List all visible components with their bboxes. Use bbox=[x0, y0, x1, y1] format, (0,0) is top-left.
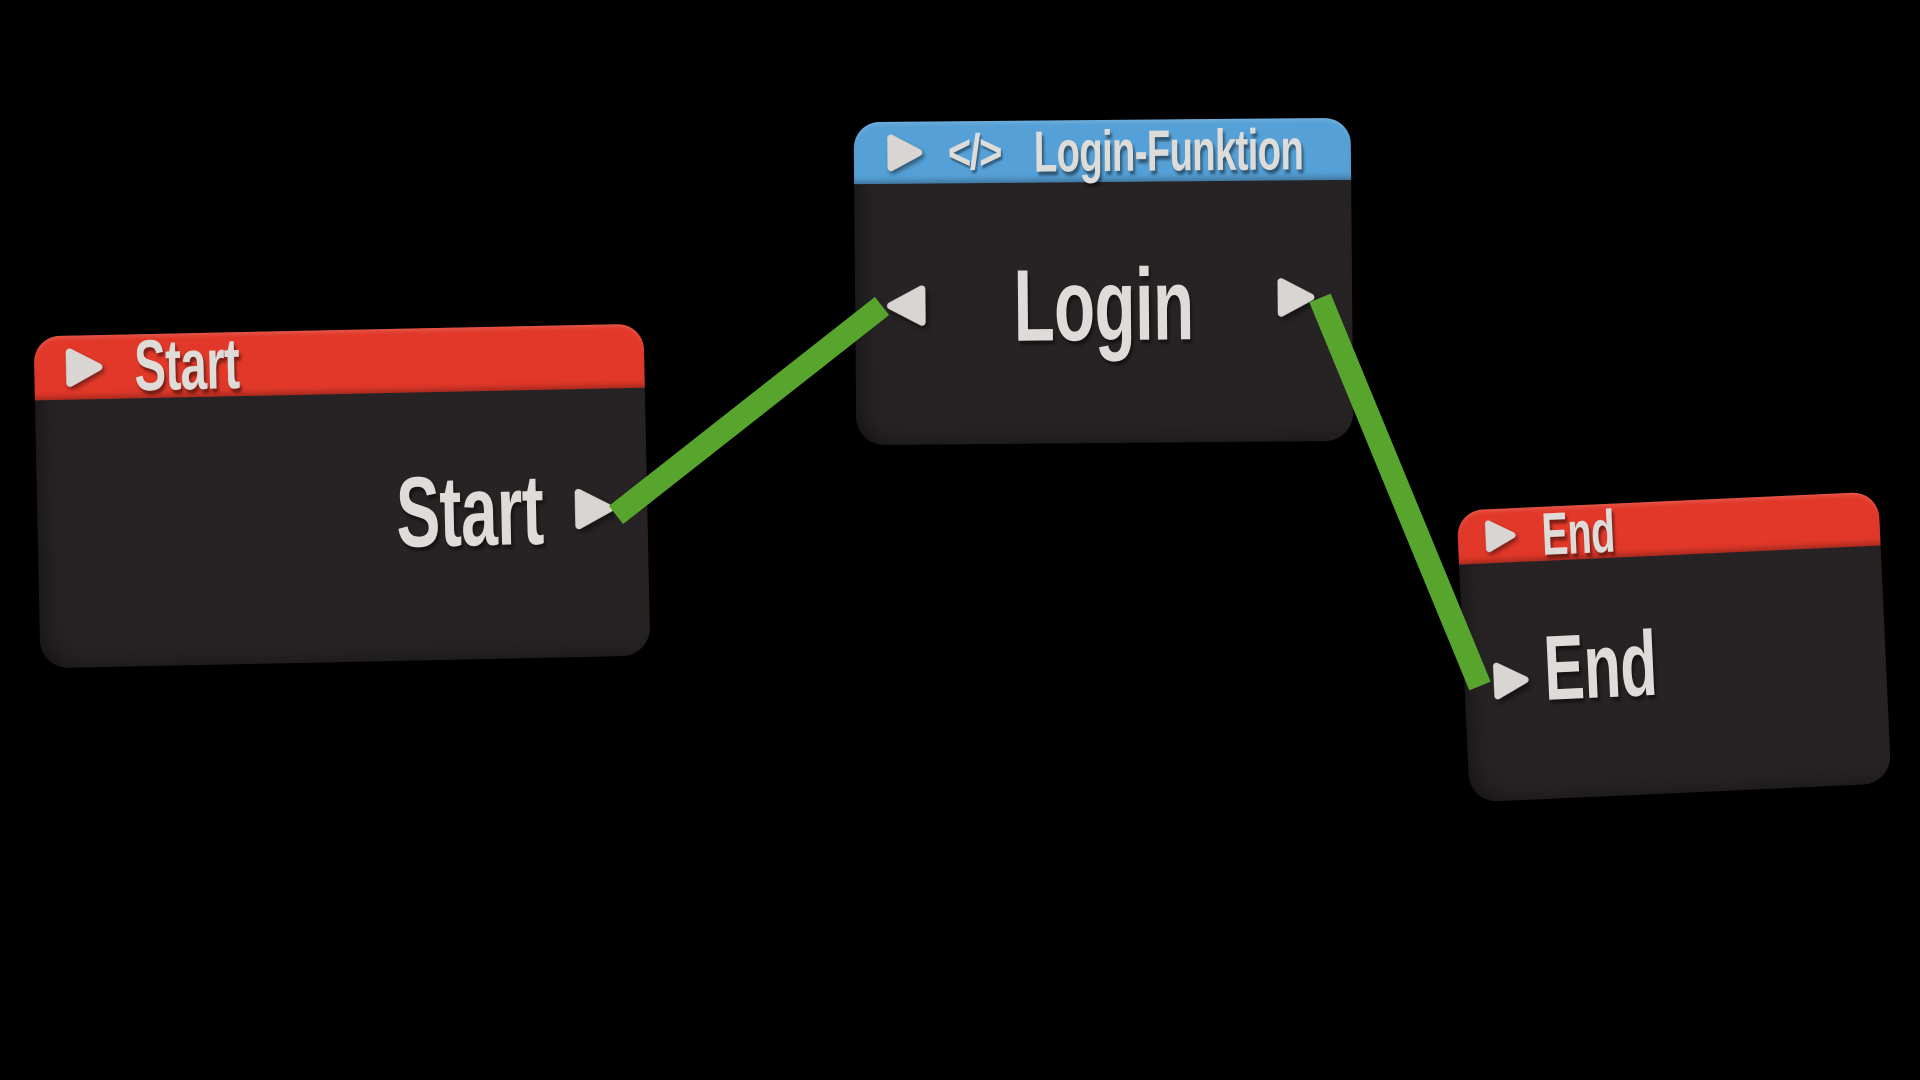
node-end[interactable]: End End bbox=[1456, 491, 1892, 803]
play-icon bbox=[58, 344, 109, 391]
node-start-header-label: Start bbox=[133, 324, 241, 407]
start-output-row: Start bbox=[319, 452, 618, 570]
play-icon bbox=[1479, 516, 1521, 556]
node-end-body: End bbox=[1459, 546, 1891, 803]
node-login-header-label: Login-Funktion bbox=[1033, 116, 1304, 185]
play-icon bbox=[880, 131, 928, 175]
login-input-pin[interactable] bbox=[883, 284, 931, 328]
login-output-pin[interactable] bbox=[1272, 276, 1318, 318]
node-login-funktion[interactable]: </> Login-Funktion Login bbox=[853, 116, 1354, 446]
node-start-header: Start bbox=[33, 323, 645, 406]
node-login-header: </> Login-Funktion bbox=[853, 116, 1352, 185]
code-icon: </> bbox=[947, 123, 1002, 181]
start-output-label: Start bbox=[395, 453, 545, 569]
wire-start-to-login[interactable] bbox=[608, 296, 890, 525]
login-body-label: Login bbox=[1013, 247, 1195, 363]
node-login-body: Login bbox=[854, 180, 1353, 445]
start-output-pin[interactable] bbox=[569, 486, 618, 531]
login-body-label-wrap: Login bbox=[855, 238, 1353, 403]
end-body-label: End bbox=[1541, 612, 1659, 720]
node-start-body: Start bbox=[35, 388, 650, 669]
node-start[interactable]: Start Start bbox=[33, 323, 651, 669]
end-body-label-wrap: End bbox=[1541, 601, 1718, 756]
end-input-pin[interactable] bbox=[1487, 659, 1533, 701]
